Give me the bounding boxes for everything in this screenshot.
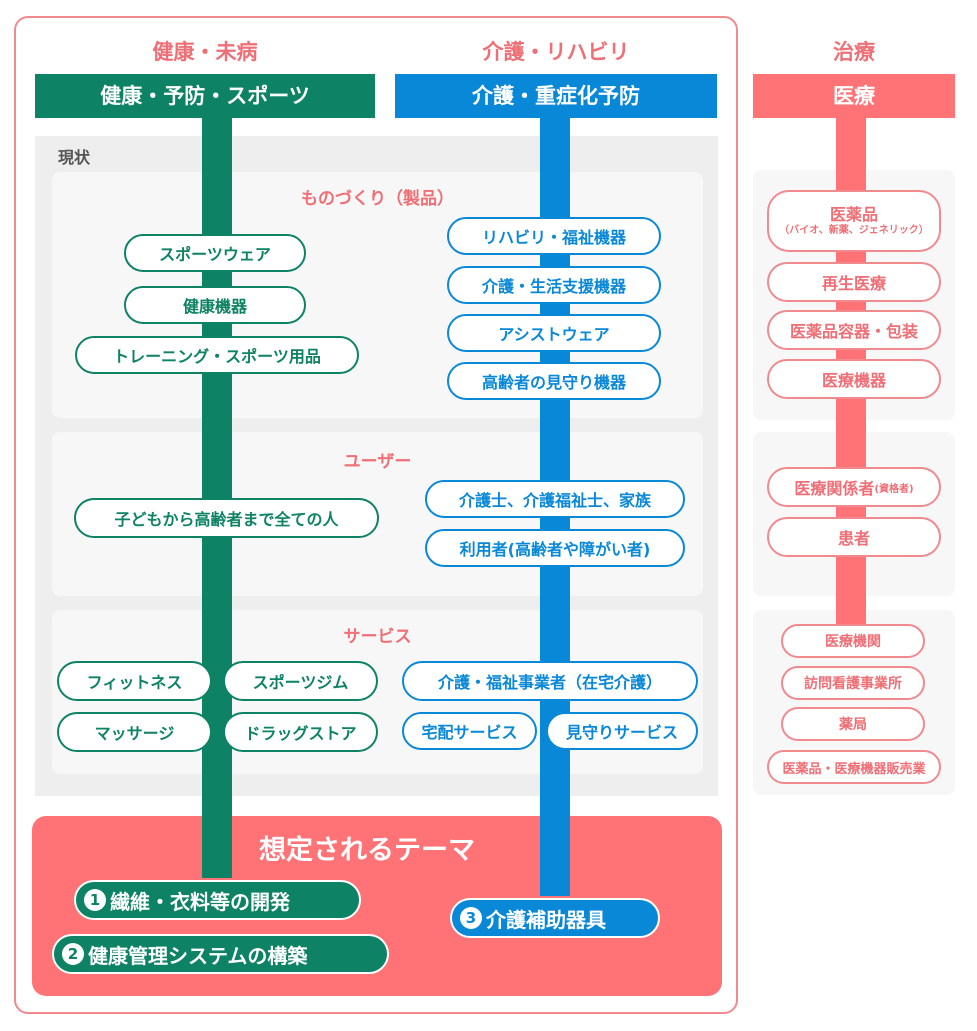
- care-axis-bar-overlay: [540, 816, 570, 896]
- user-item: 介護士、介護福祉士、家族: [425, 480, 685, 518]
- medical-product-item: 医薬品容器・包装: [767, 310, 941, 350]
- medical-user-item: 患者: [767, 517, 941, 557]
- category-health: 健康・未病: [152, 40, 258, 64]
- header-care: 介護・重症化予防: [395, 74, 717, 118]
- health-axis-bar-overlay: [202, 816, 232, 878]
- user-item: 子どもから高齢者まで全ての人: [74, 498, 379, 538]
- header-health: 健康・予防・スポーツ: [35, 74, 375, 118]
- medical-product-sub: （バイオ、新薬、ジェネリック）: [779, 224, 929, 236]
- product-item: スポーツウェア: [124, 234, 306, 272]
- theme-item-number: 3: [460, 907, 482, 929]
- category-treatment: 治療: [833, 40, 875, 64]
- product-item: アシストウェア: [447, 314, 661, 352]
- user-item: 利用者(高齢者や障がい者): [425, 529, 685, 567]
- service-item: ドラッグストア: [223, 712, 378, 752]
- service-item: スポーツジム: [223, 661, 378, 701]
- theme-title: 想定されるテーマ: [259, 835, 475, 866]
- category-care: 介護・リハビリ: [482, 40, 630, 64]
- section-services-label: サービス: [343, 627, 412, 647]
- medical-user-sub: (資格者): [874, 483, 914, 495]
- service-item: フィットネス: [57, 661, 212, 701]
- medical-product-item: 再生医療: [767, 262, 941, 302]
- medical-product-item: 医薬品 （バイオ、新薬、ジェネリック）: [767, 190, 941, 252]
- service-item: 見守りサービス: [546, 712, 698, 750]
- product-item: 健康機器: [124, 286, 306, 324]
- medical-user-main: 医療関係者: [794, 479, 875, 498]
- medical-product-item: 医療機器: [767, 359, 941, 399]
- medical-product-main: 医薬品: [829, 205, 878, 225]
- header-medical: 医療: [753, 74, 955, 118]
- product-item: 介護・生活支援機器: [447, 266, 661, 304]
- theme-item-label: 繊維・衣料等の開発: [110, 889, 290, 914]
- product-item: 高齢者の見守り機器: [447, 362, 661, 400]
- theme-item-label: 健康管理システムの構築: [88, 943, 308, 968]
- theme-item-number: 1: [84, 889, 106, 911]
- service-item: マッサージ: [57, 712, 212, 752]
- section-users-label: ユーザー: [343, 452, 412, 472]
- current-state-label: 現状: [58, 148, 91, 167]
- product-item: リハビリ・福祉機器: [447, 217, 661, 255]
- medical-service-item: 訪問看護事業所: [781, 666, 925, 700]
- theme-item-label: 介護補助器具: [486, 907, 606, 932]
- medical-user-item: 医療関係者(資格者): [767, 467, 941, 507]
- service-item: 介護・福祉事業者（在宅介護）: [402, 661, 698, 701]
- section-products-label: ものづくり（製品）: [301, 189, 454, 209]
- theme-item-number: 2: [62, 943, 84, 965]
- medical-service-item: 医療機関: [781, 624, 925, 658]
- medical-service-item: 医薬品・医療機器販売業: [767, 750, 941, 784]
- medical-service-item: 薬局: [781, 707, 925, 741]
- product-item: トレーニング・スポーツ用品: [75, 336, 359, 374]
- left-frame: [14, 16, 738, 1014]
- service-item: 宅配サービス: [402, 712, 537, 750]
